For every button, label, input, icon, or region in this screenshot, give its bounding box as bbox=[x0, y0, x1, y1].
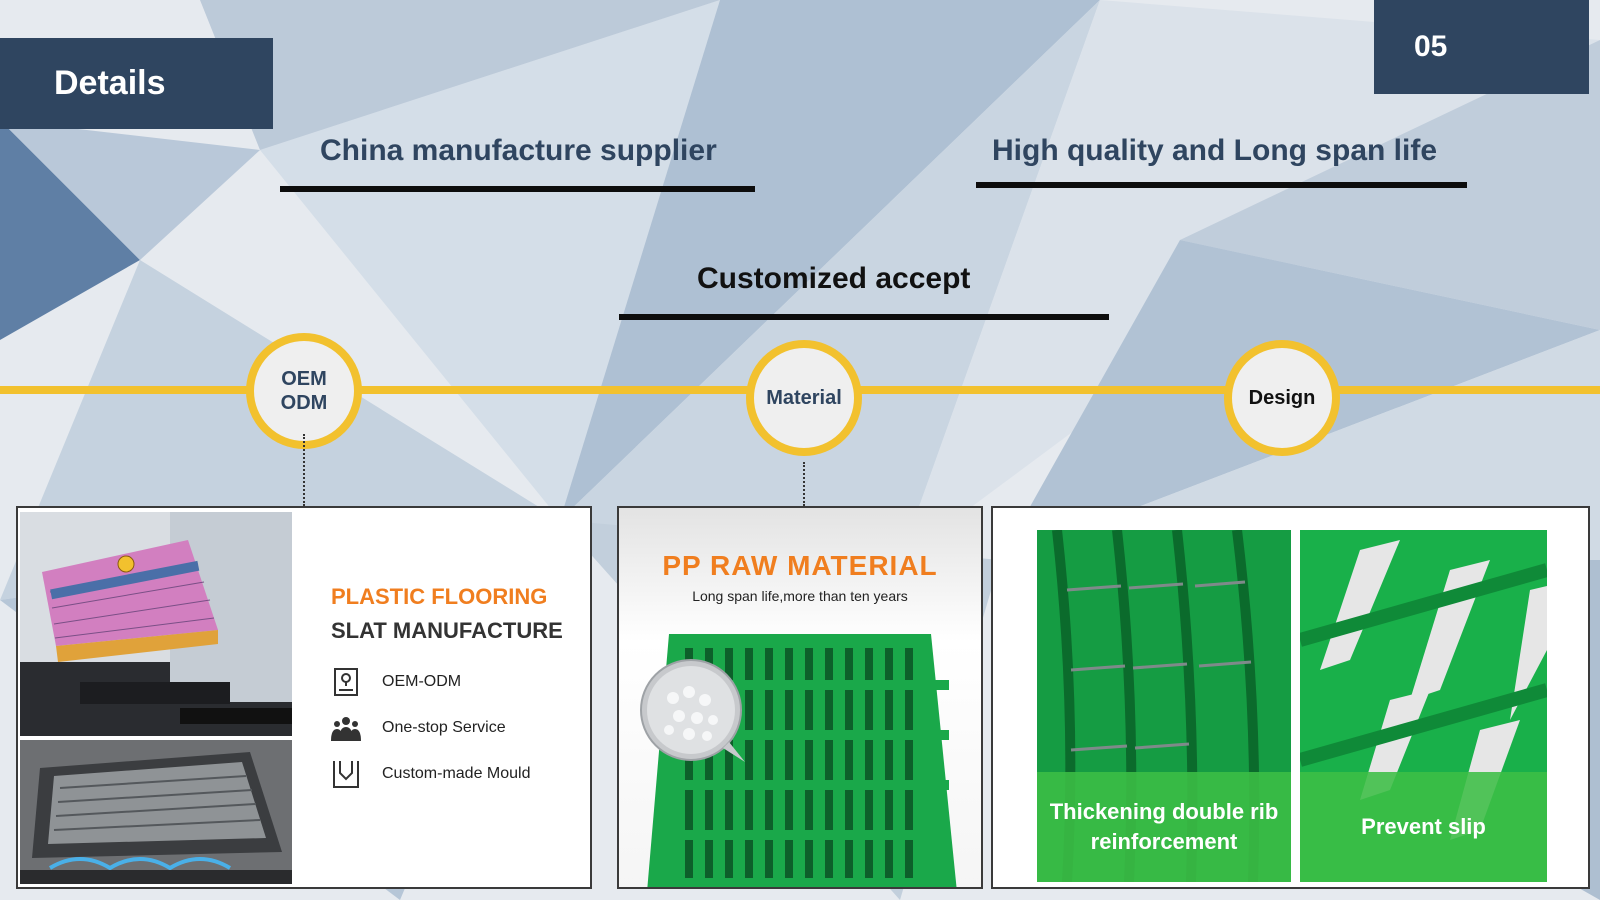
connector-material bbox=[803, 462, 805, 506]
list-item-one-stop-service: One-stop Service bbox=[330, 712, 506, 744]
design-panel: Thickening double rib reinforcement Prev… bbox=[991, 506, 1590, 889]
node-odm-label: ODM bbox=[280, 392, 328, 414]
document-pin-icon bbox=[330, 666, 362, 698]
heading-center: Customized accept bbox=[697, 262, 971, 295]
pp-pellets-image bbox=[640, 659, 745, 762]
manufacture-title-line2: SLAT MANUFACTURE bbox=[331, 618, 563, 643]
mould-icon bbox=[330, 758, 362, 790]
list-item-custom-mould: Custom-made Mould bbox=[330, 758, 531, 790]
list-item-label: OEM-ODM bbox=[382, 673, 462, 690]
timeline-node-oem-odm: OEM ODM bbox=[246, 333, 362, 449]
list-item-oem-odm: OEM-ODM bbox=[330, 666, 461, 698]
section-title: Details bbox=[0, 38, 273, 129]
page-number: 05 bbox=[1374, 0, 1589, 94]
double-rib-image: Thickening double rib reinforcement bbox=[1037, 530, 1291, 882]
manufacture-panel: PLASTIC FLOORING SLAT MANUFACTURE OEM-OD… bbox=[16, 506, 592, 889]
list-item-label: Custom-made Mould bbox=[382, 765, 531, 782]
material-subtitle: Long span life,more than ten years bbox=[692, 588, 908, 604]
timeline-node-design: Design bbox=[1224, 340, 1340, 456]
prevent-slip-image: Prevent slip bbox=[1300, 530, 1547, 882]
connector-oem bbox=[303, 434, 305, 506]
heading-right: High quality and Long span life bbox=[992, 134, 1438, 167]
material-panel: PP RAW MATERIAL Long span life,more than… bbox=[617, 506, 983, 889]
node-material-label: Material bbox=[766, 387, 842, 409]
design-caption-prevent-slip: Prevent slip bbox=[1300, 772, 1547, 882]
mould-design-photo bbox=[20, 512, 292, 736]
team-icon bbox=[330, 712, 362, 744]
manufacture-title-line1: PLASTIC FLOORING bbox=[331, 584, 548, 609]
heading-left-underline bbox=[280, 186, 755, 192]
heading-right-underline bbox=[976, 182, 1467, 188]
node-oem-label: OEM bbox=[281, 368, 327, 390]
heading-center-underline bbox=[619, 314, 1109, 320]
mould-machine-photo bbox=[20, 740, 292, 884]
timeline-node-material: Material bbox=[746, 340, 862, 456]
material-title: PP RAW MATERIAL bbox=[662, 550, 938, 581]
node-design-label: Design bbox=[1248, 387, 1316, 409]
design-caption-double-rib: Thickening double rib reinforcement bbox=[1037, 772, 1291, 882]
list-item-label: One-stop Service bbox=[382, 719, 506, 736]
heading-left: China manufacture supplier bbox=[320, 134, 717, 167]
